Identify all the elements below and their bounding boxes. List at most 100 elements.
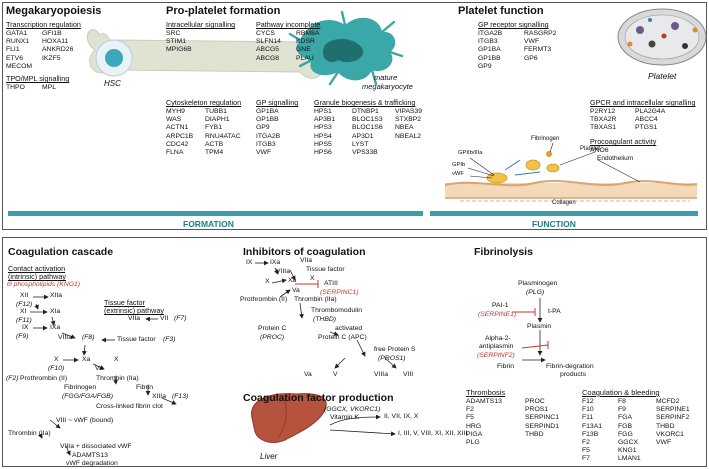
formation-bar (8, 211, 423, 216)
mature-label-1: mature (374, 73, 398, 82)
node-thrombin: Thrombin (IIa) (96, 375, 139, 382)
inhibitors-title: Inhibitors of coagulation (243, 246, 366, 258)
hsc-nucleus (105, 49, 123, 67)
function-label: FUNCTION (532, 219, 576, 229)
fib-plasminogen: Plasminogen (518, 280, 558, 287)
extrinsic-title-2: (extrinsic) pathway (104, 306, 164, 315)
node-x-right: X (114, 356, 119, 363)
fib-alpha2-2: antiplasmin (479, 343, 514, 350)
fib-plasmin: Plasmin (527, 323, 552, 330)
production-ggcx: (GGCX, VKORC1) (324, 406, 381, 413)
node-f8: (F8) (82, 334, 95, 341)
bleeding-col1: F12 F10 F11 F13A1 F13B F2 F5 F7 (582, 398, 603, 463)
inh-tissue-factor: Tissue factor (306, 266, 345, 273)
inh-viia: VIIa (300, 257, 313, 264)
inh-prothrombin: Prothrombin (II) (240, 296, 288, 303)
node-ixa: IXa (50, 324, 61, 331)
gp-receptor-col2: RASGRP2 VWF FERMT3 GP6 (524, 30, 557, 62)
label-gpib: GPIb (452, 162, 466, 168)
node-f2: (F2) (6, 375, 19, 382)
node-ix: IX (22, 324, 29, 331)
adhering-platelets (486, 151, 560, 184)
granule-title: Granule biogenesis & trafficking (314, 98, 416, 107)
fib-fibrin: Fibrin (497, 363, 514, 370)
platelet-illustration (617, 8, 707, 66)
platelet-function-title: Platelet function (458, 5, 544, 17)
gp-receptor-col1: ITGA2B ITGB3 GP1BA GP1BB GP9 (478, 30, 503, 70)
inh-free-protein-s: free Protein S (374, 346, 416, 353)
node-viiia-vwf: VIIIa + dissociated vWF (60, 443, 132, 450)
pathway-col1: CYCS SLFN14 ABCG5 ABCG8 (256, 30, 281, 62)
inh-atiii: ATIII (324, 280, 338, 287)
node-xiia: XIIa (50, 292, 63, 299)
gp-signalling-genes: GP1BA GP1BB GP9 ITGA2B ITGB3 VWF (256, 108, 281, 157)
fib-pai1: PAI-1 (492, 302, 509, 309)
node-x-left: X (54, 356, 59, 363)
node-f13: (F13) (172, 393, 189, 400)
inh-xa: Xa (288, 277, 297, 284)
fib-serpinf2: (SERPINF2) (477, 352, 515, 359)
pathway-col2: RBM8A KDSR GNE PLAU (296, 30, 320, 62)
platelet-illustration-label: Platelet (648, 71, 677, 81)
granule-col2: DTNBP1 BLOC1S3 BLOC1S6 AP3D1 LYST VPS33B (352, 108, 383, 157)
intracellular-title: Intracellular signalling (166, 20, 236, 29)
label-endothelium: Endothelium (597, 155, 634, 162)
inh-thrombomodulin: Thrombomodulin (311, 307, 362, 314)
node-f3: (F3) (163, 336, 176, 343)
cascade-title: Coagulation cascade (8, 246, 114, 258)
megakaryocyte-shape (288, 10, 404, 86)
inh-ix: IX (246, 259, 253, 266)
label-collagen: Collagen (552, 200, 576, 206)
production-out2: I, III, V, VIII, XI, XII, XIII (398, 430, 468, 437)
fib-plg: (PLG) (526, 289, 545, 296)
thrombosis-title: Thrombosis (466, 388, 506, 397)
inh-ixa: IXa (270, 259, 281, 266)
node-xa: Xa (82, 356, 91, 363)
tpo-gene-thpo: THPO (6, 84, 25, 91)
node-f11: (F11) (16, 317, 32, 324)
fib-serpine1: (SERPINE1) (478, 311, 517, 318)
node-fibrinogen: Fibrinogen (64, 384, 97, 391)
transcription-col2: GFI1B HOXA11 ANKRD26 IKZF5 (42, 30, 74, 62)
pathway-title: Pathway incomplete (256, 20, 321, 29)
node-tissue-factor: Tissue factor (117, 336, 156, 343)
node-xi: XI (20, 308, 27, 315)
thrombosis-col1: ADAMTS13 F2 F5 HRG PIGA PLG (466, 398, 502, 447)
gp-signalling-title: GP signalling (256, 98, 299, 107)
cytoskeleton-title: Cytoskeleton regulation (166, 98, 242, 107)
cytoskeleton-col1: MYH9 WAS ACTN1 ARPC1B CDC42 FLNA (166, 108, 194, 157)
bleeding-col3: MCFD2 SERPINE1 SERPINF2 THBD VKORC1 VWF (656, 398, 690, 447)
label-platelet: Platelet (580, 146, 601, 152)
phospholipids: ⊖ phospholipids (KNG1) (6, 281, 81, 288)
node-f9: (F9) (16, 333, 29, 340)
bone-shape (86, 29, 327, 79)
gpcr-col1: P2RY12 TBXA2R TBXAS1 (590, 108, 617, 132)
transcription-col1: GATA1 RUNX1 FLI1 ETV6 MECOM (6, 30, 33, 70)
label-gpiib: GPIIb/IIIa (458, 150, 483, 156)
inh-protein-c: Protein C (258, 325, 287, 332)
inh-protein-c-apc: Protein C (APC) (318, 334, 367, 341)
inh-viiia-2: VIIIa (374, 371, 388, 378)
gpcr-title: GPCR and intracellular signalling (590, 98, 696, 107)
node-xia: XIa (50, 308, 61, 315)
node-vwf-degradation: vWF degradation (66, 460, 118, 467)
intracellular-genes: SRC STIM1 MPIG6B (166, 30, 192, 54)
fib-products-1: Fibrin-degration (546, 363, 594, 370)
tpo-title: TPO/MPL signalling (6, 74, 70, 83)
inh-x-left: X (265, 278, 270, 285)
node-fgg: (FGG/FGA/FGB) (62, 393, 113, 400)
production-out1: II, VII, IX, X (384, 413, 419, 420)
proplatelet-title: Pro-platelet formation (166, 5, 281, 17)
fib-tpa: t-PA (548, 308, 561, 315)
bottom-panel (2, 237, 707, 467)
gp-receptor-title: GP receptor signalling (478, 20, 549, 29)
inh-viii: VIII (403, 371, 414, 378)
intrinsic-title-1: Contact activation (8, 264, 66, 273)
inh-serpinc1: (SERPINC1) (320, 289, 359, 296)
production-vitk: Vitamin K (330, 414, 359, 421)
node-viiia: VIIIa (58, 334, 72, 341)
bleeding-col2: F8 F9 FGA FGB FGG GGCX KNG1 LMAN1 (618, 398, 641, 463)
liver-shape (251, 393, 327, 443)
